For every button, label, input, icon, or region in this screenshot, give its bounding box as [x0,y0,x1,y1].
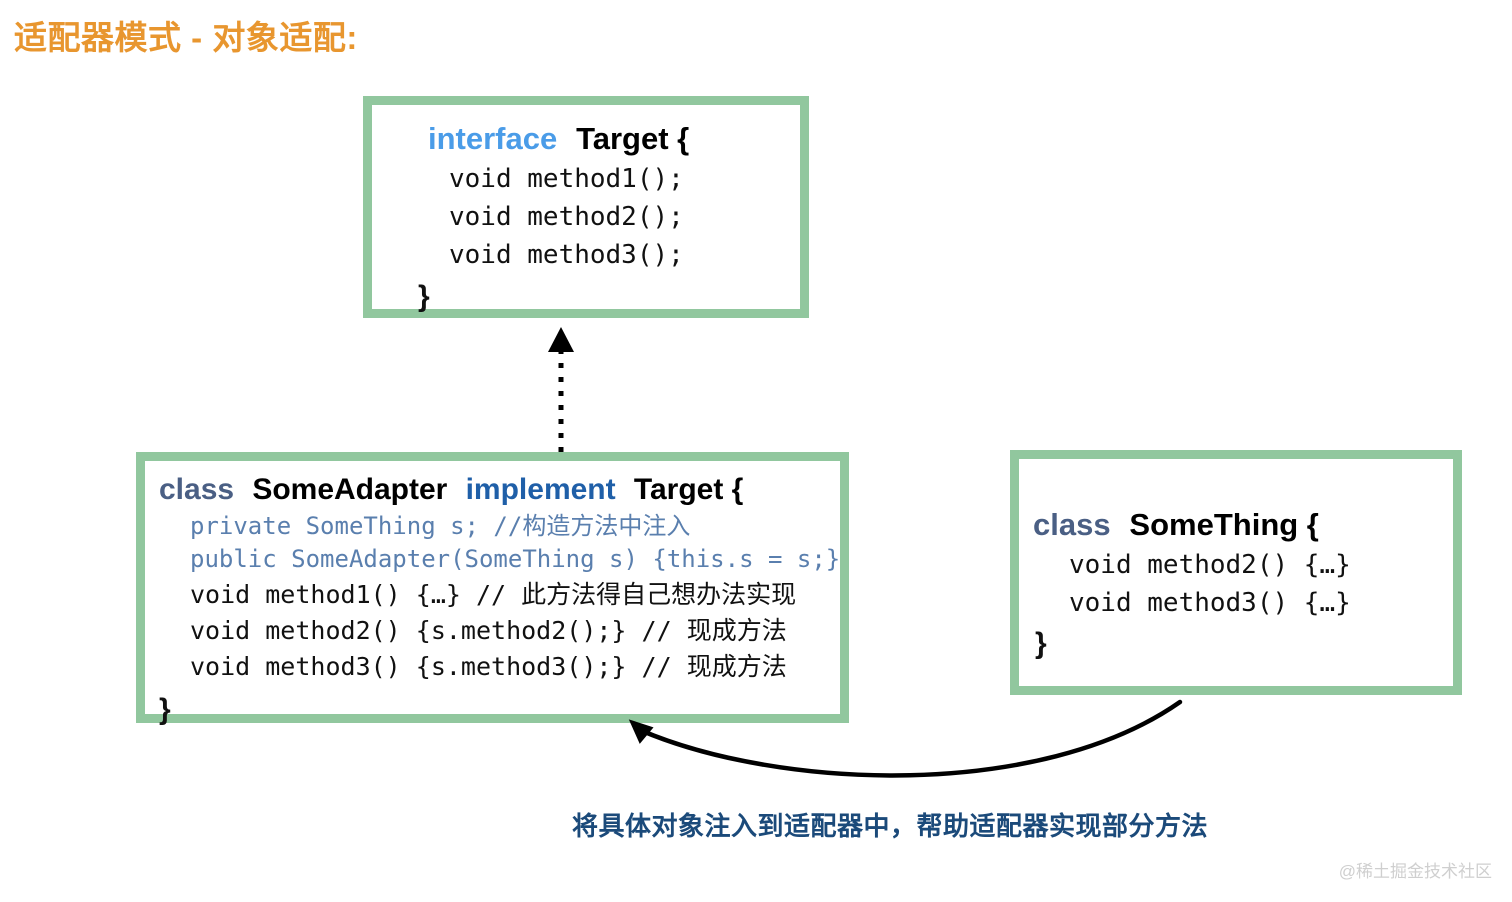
something-method-line: void method3() {…} [1069,588,1351,618]
something-closing-brace: } [1035,627,1047,660]
identifier-someadapter: SomeAdapter [252,473,448,506]
adapter-method-line: void method1() {…} // 此方法得自己想办法实现 [190,580,797,609]
realization-arrow-icon [548,327,574,452]
something-box-content: class SomeThing { void method2() {…} voi… [1019,459,1453,686]
watermark: @稀土掘金技术社区 [1338,862,1492,881]
keyword-class: class [1033,507,1111,542]
identifier-target: Target { [576,121,690,156]
keyword-interface: interface [428,121,558,156]
target-header: interface Target { [372,109,800,154]
adapter-constructor-line: public SomeAdapter(SomeThing s) {this.s … [190,545,841,573]
keyword-class: class [159,473,235,506]
target-closing-brace: } [418,280,430,313]
adapter-field-line: private SomeThing s; //构造方法中注入 [190,512,691,540]
uml-box-target: interface Target { void method1(); void … [363,96,809,318]
adapter-box-content: class SomeAdapter implement Target { pri… [145,461,841,725]
adapter-header: class SomeAdapter implement Target { [145,465,840,505]
diagram-caption: 将具体对象注入到适配器中，帮助适配器实现部分方法 [572,811,1209,841]
identifier-something: SomeThing { [1129,507,1319,542]
something-header: class SomeThing { [1019,463,1453,540]
uml-box-someadapter: class SomeAdapter implement Target { pri… [136,452,849,725]
uml-box-something: class SomeThing { void method2() {…} voi… [1010,450,1462,695]
identifier-target-ref: Target { [633,473,744,506]
adapter-closing-brace: } [159,693,171,726]
target-method-line: void method1(); [449,164,684,194]
keyword-implement: implement [465,473,616,506]
target-method-line: void method3(); [449,240,684,270]
something-method-line: void method2() {…} [1069,550,1351,580]
adapter-method-line: void method2() {s.method2();} // 现成方法 [190,616,787,645]
adapter-method-line: void method3() {s.method3();} // 现成方法 [190,652,787,681]
target-box-content: interface Target { void method1(); void … [372,105,800,313]
page-title: 适配器模式 - 对象适配: [14,19,358,56]
target-method-line: void method2(); [449,202,684,232]
